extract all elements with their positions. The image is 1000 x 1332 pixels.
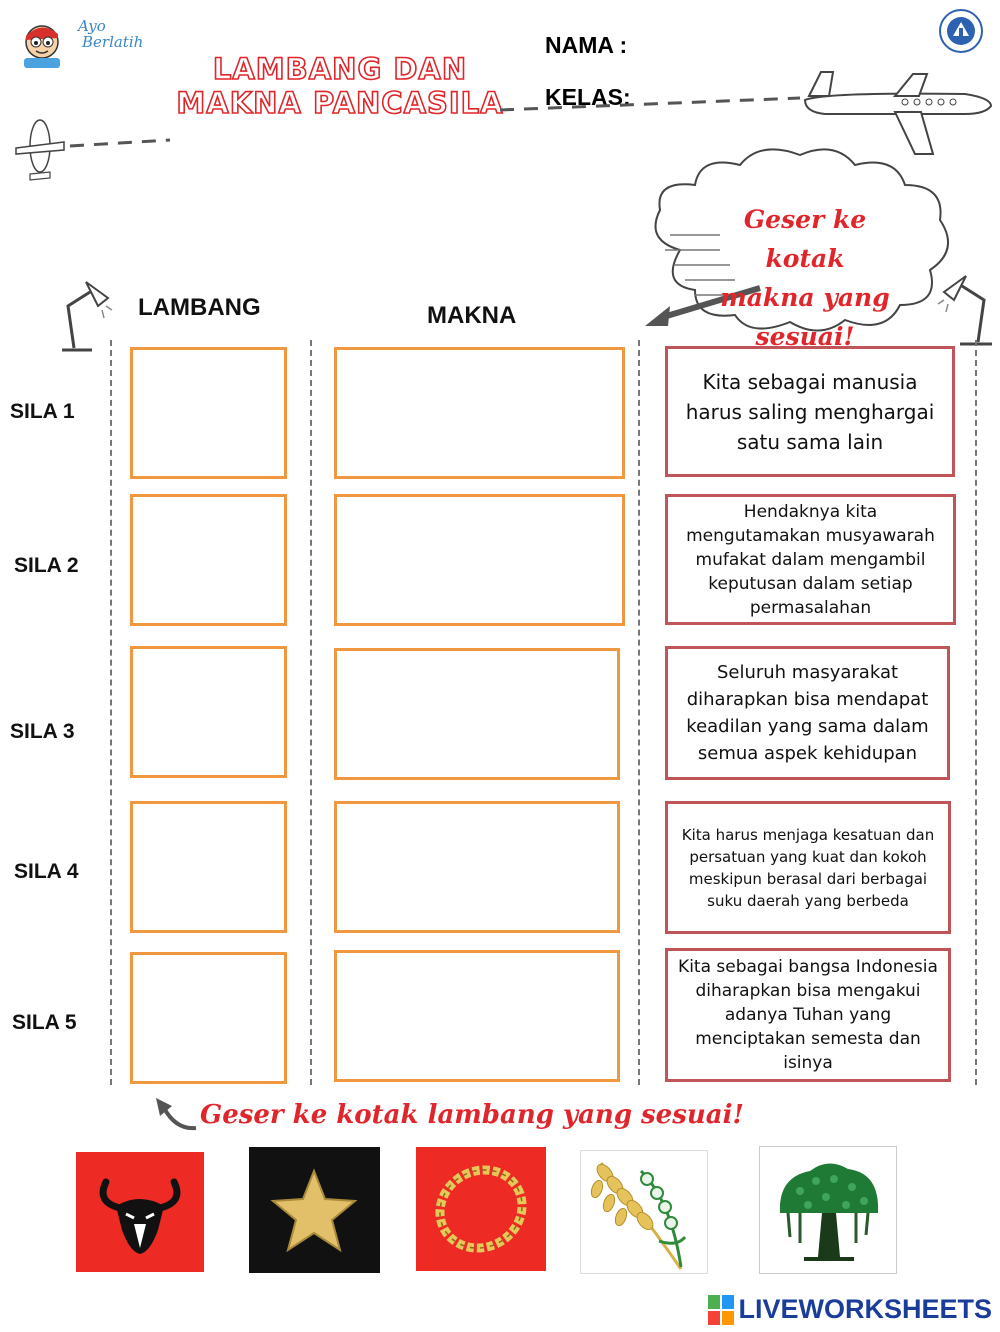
banyan-tree-icon [779, 1163, 879, 1261]
row-label-sila-4: SILA 4 [14, 860, 79, 883]
rice-cotton-icon [590, 1162, 687, 1270]
chain-icon [435, 1165, 527, 1253]
mascot-icon [24, 25, 60, 68]
meaning-card-4[interactable]: Kita harus menjaga kesatuan dan persatua… [665, 801, 951, 934]
row-label-sila-2: SILA 2 [14, 554, 79, 577]
makna-drop-box-3[interactable] [334, 648, 620, 780]
lambang-drop-box-4[interactable] [130, 801, 287, 933]
lambang-drop-box-5[interactable] [130, 952, 287, 1084]
bull-head-symbol[interactable] [76, 1152, 204, 1272]
logo-text-ayo: Ayo [78, 17, 106, 35]
kelas-label: KELAS: [545, 84, 631, 110]
large-airplane-icon [803, 71, 993, 155]
lambang-drop-box-3[interactable] [130, 646, 287, 778]
banyan-tree-symbol[interactable] [759, 1146, 897, 1274]
makna-drop-box-2[interactable] [334, 494, 625, 626]
chain-symbol[interactable] [416, 1147, 546, 1271]
desk-lamp-right-icon [937, 275, 992, 346]
desk-lamp-left-icon [62, 281, 113, 352]
lambang-drop-box-2[interactable] [130, 494, 287, 626]
divider-3 [638, 340, 640, 1085]
meaning-card-1[interactable]: Kita sebagai manusia harus saling mengha… [665, 346, 955, 477]
nama-label: NAMA : [545, 32, 628, 58]
makna-drop-box-5[interactable] [334, 950, 620, 1082]
star-symbol[interactable] [249, 1147, 380, 1273]
makna-drop-box-1[interactable] [334, 347, 625, 479]
column-header-lambang: LAMBANG [138, 294, 261, 321]
small-airplane-icon [15, 119, 65, 181]
page-title: LAMBANG DAN MAKNA PANCASILA [170, 51, 510, 121]
liveworksheets-logo-icon [708, 1294, 735, 1325]
ayo-berlatih-logo: Ayo Berlatih [18, 16, 143, 72]
divider-2 [310, 340, 312, 1085]
row-label-sila-3: SILA 3 [10, 720, 75, 743]
liveworksheets-brand: LIVEWORKSHEETS [708, 1294, 992, 1325]
meaning-card-2[interactable]: Hendaknya kita mengutamakan musyawarah m… [665, 494, 956, 625]
row-label-sila-5: SILA 5 [12, 1011, 77, 1034]
cloud-instruction-line1: Geser ke kotak [743, 205, 867, 273]
curved-arrow-icon [156, 1098, 197, 1131]
lambang-drop-box-1[interactable] [130, 347, 287, 479]
cloud-instruction-line2: makna yang [720, 283, 890, 312]
liveworksheets-brand-text: LIVEWORKSHEETS [738, 1294, 992, 1324]
makna-drop-box-4[interactable] [334, 801, 620, 933]
row-label-sila-1: SILA 1 [10, 400, 75, 423]
star-icon [270, 1168, 358, 1253]
flight-path-decoration [69, 96, 801, 148]
page-title-line1: LAMBANG DAN [212, 51, 468, 87]
meaning-card-5[interactable]: Kita sebagai bangsa Indonesia diharapkan… [665, 948, 951, 1082]
cloud-bubble [645, 148, 949, 332]
divider-1 [110, 340, 112, 1085]
divider-4 [975, 340, 977, 1085]
bottom-instruction: Geser ke kotak lambang yang sesuai! [200, 1100, 744, 1130]
rice-cotton-symbol[interactable] [580, 1150, 708, 1274]
page-title-line2: MAKNA PANCASILA [176, 85, 504, 121]
school-emblem-icon [939, 9, 983, 53]
column-header-makna: MAKNA [427, 302, 517, 329]
cloud-instruction: Geser ke kotak makna yang sesuai! [700, 200, 910, 356]
meaning-card-3[interactable]: Seluruh masyarakat diharapkan bisa menda… [665, 646, 950, 780]
logo-text-berlatih: Berlatih [82, 33, 144, 51]
bull-head-icon [99, 1178, 181, 1254]
